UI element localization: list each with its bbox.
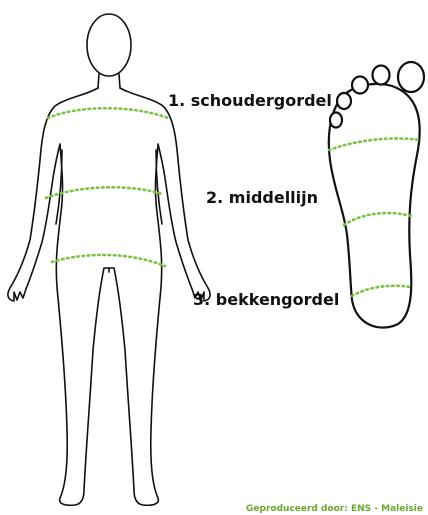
body-shoulder-guide-line: [48, 108, 168, 118]
shoulder-girdle-label: 1. schoudergordel: [168, 91, 332, 110]
fourth-toe-outline: [337, 93, 351, 109]
human-body-figure-icon: [8, 14, 210, 505]
body-pelvis-guide-line: [52, 255, 165, 266]
producer-credit: Geproduceerd door: ENS - Maleisie: [246, 504, 423, 514]
body-silhouette: [8, 88, 210, 505]
little-toe-outline: [330, 113, 342, 128]
big-toe-outline: [398, 62, 424, 92]
midline-label: 2. middellijn: [206, 188, 318, 207]
head-outline: [87, 14, 131, 76]
third-toe-outline: [352, 77, 368, 94]
second-toe-outline: [373, 66, 390, 85]
pelvic-girdle-label: 3. bekkengordel: [193, 290, 339, 309]
body-midline-guide-line: [46, 187, 162, 198]
